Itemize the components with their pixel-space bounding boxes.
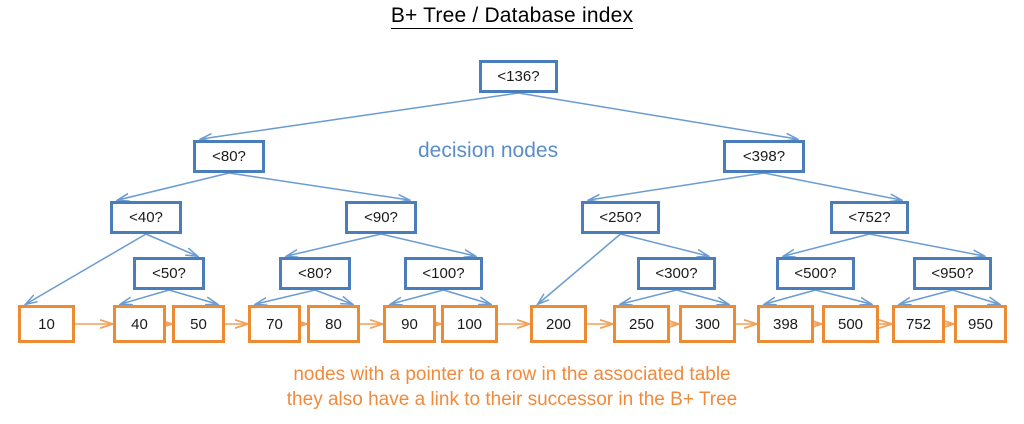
leaf-node-l90[interactable]: 90 xyxy=(383,305,436,343)
decision-node-n300[interactable]: <300? xyxy=(637,257,716,290)
leaf-node-l40[interactable]: 40 xyxy=(113,305,166,343)
leaf-node-label: 80 xyxy=(325,315,342,333)
decision-node-label: <500? xyxy=(794,265,837,282)
tree-edge-n500-to-l398 xyxy=(765,289,816,304)
leaf-node-label: 250 xyxy=(628,315,655,333)
tree-edge-n50-to-l50 xyxy=(168,289,217,304)
leaf-node-l100[interactable]: 100 xyxy=(441,305,498,343)
tree-edge-n136-to-n80a xyxy=(201,92,519,139)
decision-node-label: <80? xyxy=(212,148,246,165)
decision-node-n136[interactable]: <136? xyxy=(479,60,558,93)
tree-edge-group xyxy=(26,92,1000,304)
decision-nodes-annotation: decision nodes xyxy=(418,139,559,162)
tree-edge-n80a-to-n40 xyxy=(118,172,230,200)
leaf-node-l70[interactable]: 70 xyxy=(248,305,301,343)
tree-edge-n300-to-l300 xyxy=(676,289,729,304)
leaf-node-l950[interactable]: 950 xyxy=(954,305,1007,343)
leaf-caption: nodes with a pointer to a row in the ass… xyxy=(0,362,1024,412)
leaf-node-label: 10 xyxy=(38,315,55,333)
leaf-node-label: 200 xyxy=(545,315,572,333)
tree-edge-n40-to-n50 xyxy=(145,233,197,256)
leaf-node-label: 752 xyxy=(905,315,932,333)
decision-node-label: <50? xyxy=(152,265,186,282)
decision-node-label: <80? xyxy=(298,265,332,282)
tree-edge-n250-to-n300 xyxy=(620,233,709,256)
leaf-node-l250[interactable]: 250 xyxy=(613,305,670,343)
decision-node-n250[interactable]: <250? xyxy=(581,201,660,234)
leaf-node-label: 100 xyxy=(456,315,483,333)
decision-node-label: <398? xyxy=(742,148,786,165)
tree-edge-n100-to-l100 xyxy=(443,289,491,304)
tree-edge-n50-to-l40 xyxy=(121,289,170,304)
decision-node-n40[interactable]: <40? xyxy=(110,201,182,234)
decision-node-n80b[interactable]: <80? xyxy=(279,257,351,290)
tree-edge-n398-to-n250 xyxy=(589,172,765,200)
decision-node-n950[interactable]: <950? xyxy=(913,257,992,290)
tree-edge-n80b-to-l70 xyxy=(256,289,316,304)
leaf-node-label: 398 xyxy=(772,315,799,333)
leaf-node-label: 40 xyxy=(131,315,148,333)
leaf-node-label: 50 xyxy=(190,315,207,333)
leaf-node-l300[interactable]: 300 xyxy=(679,305,736,343)
leaf-node-l50[interactable]: 50 xyxy=(172,305,225,343)
tree-edge-n950-to-l950 xyxy=(952,289,1000,304)
decision-node-n398[interactable]: <398? xyxy=(723,140,805,173)
tree-edge-n80b-to-l80 xyxy=(314,289,352,304)
decision-node-label: <250? xyxy=(599,209,642,226)
decision-node-n752[interactable]: <752? xyxy=(830,201,909,234)
decision-node-label: <40? xyxy=(129,209,163,226)
decision-node-n50[interactable]: <50? xyxy=(133,257,205,290)
leaf-caption-line-2: they also have a link to their successor… xyxy=(286,389,738,410)
leaf-node-l752[interactable]: 752 xyxy=(892,305,945,343)
leaf-node-l10[interactable]: 10 xyxy=(18,305,75,343)
leaf-node-l500[interactable]: 500 xyxy=(822,305,879,343)
leaf-node-label: 500 xyxy=(837,315,864,333)
decision-node-n500[interactable]: <500? xyxy=(776,257,855,290)
leaf-node-label: 90 xyxy=(401,315,418,333)
tree-edge-n100-to-l90 xyxy=(391,289,444,304)
decision-node-label: <752? xyxy=(848,209,891,226)
tree-edge-n950-to-l752 xyxy=(900,289,953,304)
tree-edge-n90-to-n100 xyxy=(380,233,475,256)
tree-edge-n90-to-n80b xyxy=(287,233,382,256)
leaf-caption-line-1: nodes with a pointer to a row in the ass… xyxy=(293,364,731,385)
decision-node-n80a[interactable]: <80? xyxy=(193,140,265,173)
tree-edge-n40-to-l10 xyxy=(26,233,147,304)
decision-node-n100[interactable]: <100? xyxy=(404,257,483,290)
tree-edge-n500-to-l500 xyxy=(815,289,872,304)
tree-edge-n752-to-n500 xyxy=(784,233,870,256)
decision-node-n90[interactable]: <90? xyxy=(345,201,417,234)
leaf-node-l80[interactable]: 80 xyxy=(307,305,360,343)
tree-edge-n80a-to-n90 xyxy=(228,172,409,200)
leaf-node-label: 950 xyxy=(967,315,994,333)
decision-node-label: <300? xyxy=(655,265,698,282)
page-title: B+ Tree / Database index xyxy=(0,4,1024,29)
tree-edge-n752-to-n950 xyxy=(869,233,985,256)
tree-edge-n398-to-n752 xyxy=(763,172,901,200)
leaf-node-l398[interactable]: 398 xyxy=(757,305,814,343)
tree-edge-n300-to-l250 xyxy=(621,289,677,304)
page-title-text: B+ Tree / Database index xyxy=(390,4,634,29)
decision-node-label: <950? xyxy=(931,265,974,282)
leaf-node-l200[interactable]: 200 xyxy=(530,305,587,343)
decision-node-label: <90? xyxy=(364,209,398,226)
tree-edge-n250-to-l200 xyxy=(538,233,621,304)
tree-edge-n136-to-n398 xyxy=(518,92,798,139)
decision-node-label: <136? xyxy=(497,68,540,85)
decision-node-label: <100? xyxy=(422,265,465,282)
leaf-node-label: 70 xyxy=(266,315,283,333)
leaf-node-label: 300 xyxy=(694,315,721,333)
